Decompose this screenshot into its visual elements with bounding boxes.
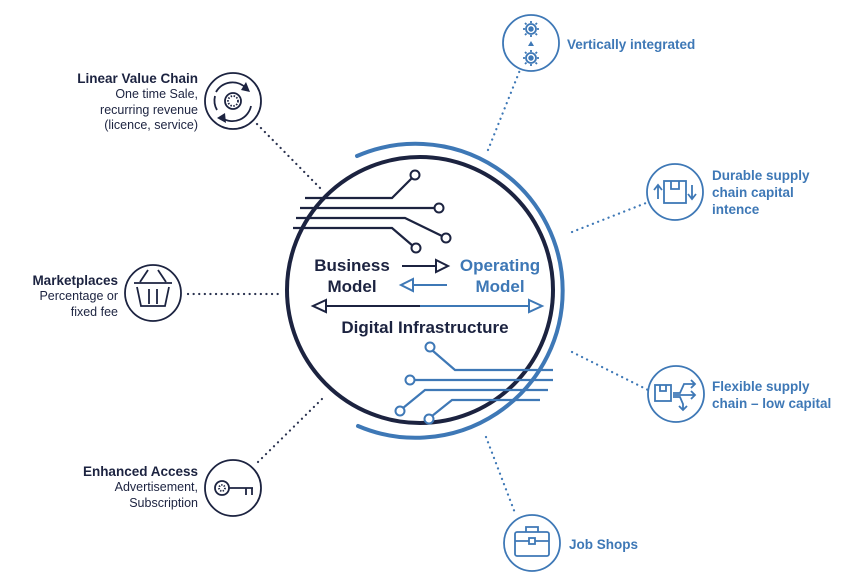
key-icon	[204, 459, 262, 517]
circuit-traces-top	[293, 177, 443, 247]
cycle-icon	[204, 72, 262, 130]
enhanced-access-title: Enhanced Access	[82, 464, 198, 479]
infrastructure-label: Digital Infrastructure	[310, 317, 540, 338]
linear-value-chain-line: recurring revenue	[100, 102, 198, 117]
basket-icon	[124, 264, 182, 322]
linear-value-chain-line: One time Sale,	[115, 87, 198, 101]
box-cycle-icon	[646, 163, 704, 221]
flexible-supply-chain-line: Flexible supply	[712, 379, 810, 394]
durable-supply-chain-label: Durable supply chain capital intence	[712, 167, 842, 218]
dotted-connectors	[186, 122, 325, 464]
right-arrow	[402, 258, 451, 274]
circuit-nodes-top	[409, 169, 452, 254]
outer-blue-arc-right	[355, 141, 565, 440]
left-arrow	[398, 277, 447, 293]
marketplaces-line: fixed fee	[70, 304, 118, 319]
marketplaces-label: Marketplaces Percentage or fixed fee	[10, 272, 118, 320]
infrastructure-text: Digital Infrastructure	[341, 318, 509, 337]
business-word: Business	[314, 256, 390, 275]
operating-model-label: Operating Model	[448, 255, 552, 297]
briefcase-icon	[503, 514, 561, 572]
dotted-connectors-blue	[484, 68, 650, 515]
model-word-right: Model	[475, 277, 525, 296]
center-circle	[285, 155, 555, 425]
flexible-supply-chain-label: Flexible supply chain – low capital	[712, 378, 848, 412]
box-arrows-icon	[647, 365, 705, 423]
vertically-integrated-title: Vertically integrated	[567, 37, 696, 52]
linear-value-chain-line: (licence, service)	[104, 118, 198, 132]
vertically-integrated-label: Vertically integrated	[567, 36, 767, 53]
circuit-traces-bottom	[402, 350, 553, 417]
linear-value-chain-title: Linear Value Chain	[77, 71, 198, 86]
linear-value-chain-label: Linear Value Chain One time Sale, recurr…	[20, 70, 198, 134]
enhanced-access-line: Advertisement,	[114, 480, 198, 494]
enhanced-access-line: Subscription	[129, 495, 198, 510]
operating-word: Operating	[459, 256, 541, 275]
durable-supply-chain-line: Durable supply	[712, 168, 810, 183]
business-model-label: Business Model	[300, 255, 404, 297]
durable-supply-chain-line: intence	[712, 202, 760, 217]
gears-icon	[502, 14, 560, 72]
model-word-left: Model	[327, 277, 377, 296]
infrastructure-arrow	[310, 298, 545, 314]
marketplaces-line: Percentage or	[39, 289, 118, 303]
flexible-supply-chain-line: chain – low capital	[712, 396, 832, 411]
circuit-nodes-bottom	[394, 341, 436, 425]
job-shops-title: Job Shops	[569, 537, 639, 552]
enhanced-access-label: Enhanced Access Advertisement, Subscript…	[20, 463, 198, 511]
job-shops-label: Job Shops	[569, 536, 719, 553]
durable-supply-chain-line: chain capital	[712, 185, 794, 200]
marketplaces-title: Marketplaces	[32, 273, 118, 288]
